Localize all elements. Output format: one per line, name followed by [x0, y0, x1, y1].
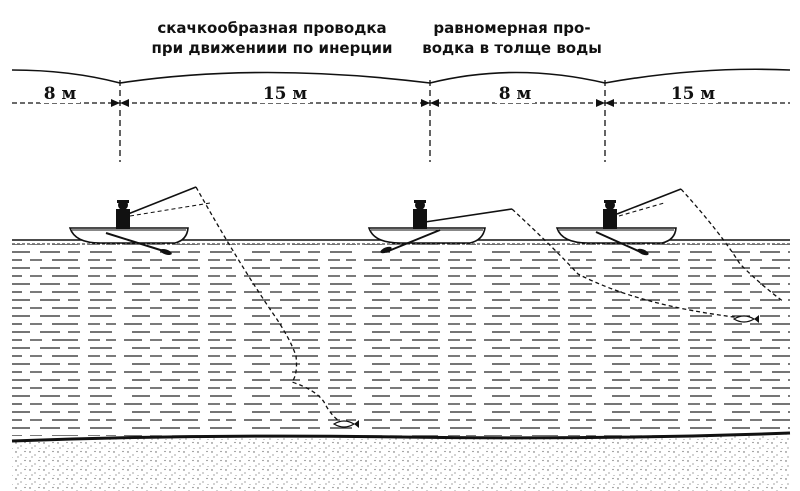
distance-label-3: 8 м	[499, 84, 532, 104]
jerky-caption-line2: при движениии по инерции	[152, 39, 393, 57]
distance-label-4: 15 м	[671, 84, 716, 104]
boat-2	[367, 200, 743, 319]
uniform-caption-line2: водка в толще воды	[422, 39, 602, 57]
boat-3	[555, 188, 785, 303]
uniform-caption-line1: равномерная про-	[433, 19, 590, 37]
boat-1	[68, 186, 345, 425]
distance-label-1: 8 м	[44, 84, 77, 104]
lure-2	[732, 315, 759, 323]
position-markers	[119, 80, 606, 162]
dimension-arrows	[111, 99, 614, 107]
river-bottom	[12, 433, 790, 491]
lure-1	[332, 420, 359, 428]
segment-brace-line	[11, 68, 791, 84]
jerky-caption-line1: скачкообразная проводка	[157, 19, 386, 37]
water-body	[12, 244, 790, 436]
distance-label-2: 15 м	[263, 84, 308, 104]
